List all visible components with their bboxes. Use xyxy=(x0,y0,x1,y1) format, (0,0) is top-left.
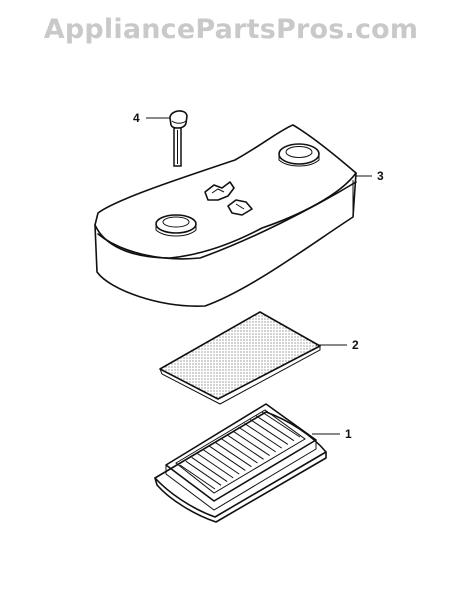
filter-pleat xyxy=(232,430,270,456)
callout-label-4: 4 xyxy=(133,111,140,125)
filter-pleat xyxy=(220,438,258,464)
callout-4: 4 xyxy=(133,111,170,125)
filter-pleat xyxy=(185,460,222,486)
callout-3: 3 xyxy=(356,169,384,183)
part-1-filter-element xyxy=(154,403,327,523)
filter-pleat xyxy=(209,445,246,471)
callout-label-1: 1 xyxy=(345,427,352,441)
callout-label-3: 3 xyxy=(377,169,384,183)
filter-pleat xyxy=(203,449,240,475)
filter-pleat xyxy=(214,441,252,468)
filter-pleat xyxy=(179,464,216,490)
callout-label-2: 2 xyxy=(352,338,359,352)
filter-pleat xyxy=(197,453,234,479)
filter-pleat xyxy=(226,434,264,460)
callout-2: 2 xyxy=(316,338,359,352)
filter-pleat xyxy=(244,422,283,449)
filter-pleat xyxy=(250,419,289,445)
filter-pleat xyxy=(191,457,228,482)
filter-pleat xyxy=(255,415,295,442)
filter-pleat xyxy=(238,426,276,453)
filter-pleat xyxy=(261,411,301,438)
callout-1: 1 xyxy=(312,427,352,441)
part-4-wing-bolt xyxy=(169,110,188,167)
watermark-logo: AppliancePartsPros.com xyxy=(43,14,419,45)
part-3-air-cleaner-cover xyxy=(94,124,357,307)
part-2-pre-filter xyxy=(159,311,321,405)
